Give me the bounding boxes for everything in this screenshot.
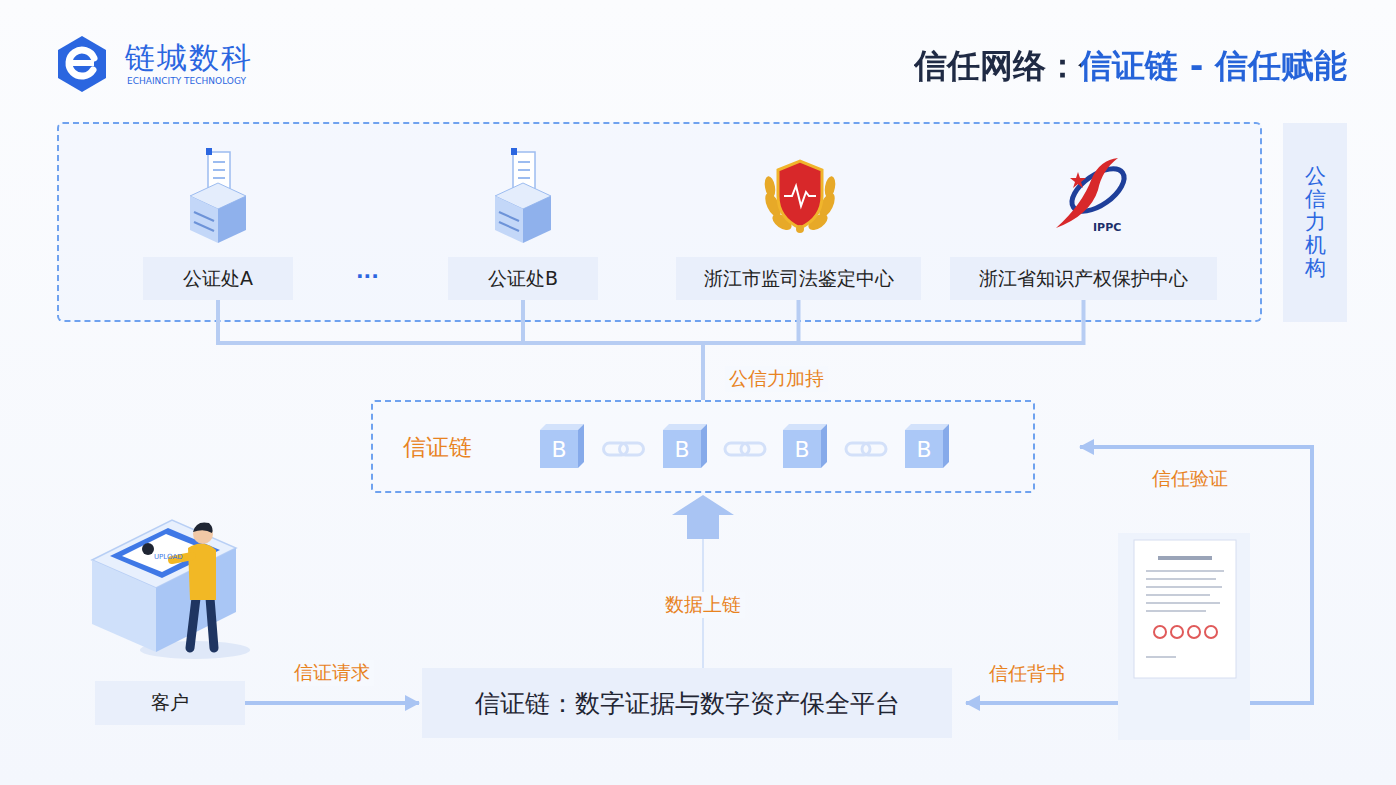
- block-cube: B: [783, 424, 827, 468]
- emblem-text: IPPC: [1093, 221, 1121, 234]
- person-leg: [190, 598, 196, 648]
- institution-box: 公证处A: [143, 257, 293, 300]
- block-letter: B: [540, 430, 578, 468]
- client-illustration: [92, 520, 250, 659]
- desk-front: [92, 560, 156, 652]
- person-leg: [210, 598, 214, 648]
- cube-top: [663, 424, 707, 430]
- brand-name: 链城数科: [125, 38, 253, 79]
- box-text: 公证处B: [488, 266, 558, 292]
- certificate-line: [1146, 602, 1220, 604]
- chain-title: 信证链: [403, 431, 472, 462]
- certificate-seal: [1171, 626, 1183, 638]
- certificate-heading: [1158, 556, 1212, 560]
- block-letter: B: [783, 430, 821, 468]
- connector: [523, 300, 703, 400]
- scanner-icon: [190, 148, 246, 243]
- cube-front: [905, 430, 943, 468]
- block-cube: B: [540, 424, 584, 468]
- certificate-line: [1146, 570, 1224, 572]
- box-text: 浙江省知识产权保护中心: [979, 266, 1188, 292]
- box-text: 客户: [151, 690, 189, 716]
- cube-side: [701, 424, 707, 468]
- cube-front: [783, 430, 821, 468]
- certificate-paper: [1134, 540, 1236, 678]
- verify-arrow: [1080, 447, 1312, 703]
- connector: [218, 300, 703, 400]
- connector: [703, 300, 1084, 400]
- certificate-line: [1146, 594, 1210, 596]
- cube-side: [821, 424, 827, 468]
- certificate-line: [1146, 610, 1206, 612]
- edge-label: 公信力加持: [725, 366, 828, 392]
- certificate-line: [1146, 578, 1216, 580]
- box-text: 浙江市监司法鉴定中心: [704, 266, 894, 292]
- ellipsis-mark: ···: [356, 264, 379, 288]
- institution-box: 公证处B: [448, 257, 598, 300]
- cube-side: [943, 424, 949, 468]
- chain-box: 信证链 B B B B: [371, 400, 1035, 493]
- logo-mark-bar: [72, 60, 94, 66]
- arrow-line: [245, 701, 419, 705]
- page-title: 信任网络：信证链 - 信任赋能: [914, 44, 1347, 89]
- cube-top: [783, 424, 827, 430]
- screen-text: UPLOAD: [154, 553, 183, 561]
- institution-box: 浙江省知识产权保护中心: [950, 257, 1217, 300]
- certificate-line: [1146, 656, 1176, 658]
- institution-box: 浙江市监司法鉴定中心: [676, 257, 921, 300]
- logo-mark: [69, 50, 94, 76]
- bracket-line: [218, 300, 703, 400]
- laurel-leaf: [763, 175, 777, 198]
- bracket-line: [523, 300, 703, 400]
- shield-emblem: [762, 161, 838, 233]
- ippc-star: [1070, 172, 1086, 188]
- logo-hexagon: [58, 36, 106, 92]
- brand-subtitle: ECHAINCITY TECHNOLOGY: [127, 76, 246, 86]
- cube-top: [905, 424, 949, 430]
- block-cube: B: [905, 424, 949, 468]
- upload-icon: [142, 543, 154, 555]
- cube-front: [540, 430, 578, 468]
- block-cube: B: [663, 424, 707, 468]
- cube-front: [663, 430, 701, 468]
- certificate-card: [1118, 533, 1250, 740]
- endorse-arrow: [966, 701, 1118, 705]
- shield-body: [778, 161, 822, 228]
- block-arrow: [672, 495, 734, 539]
- block-letter: B: [905, 430, 943, 468]
- person-hair: [193, 522, 213, 533]
- bracket-line: [703, 300, 1084, 400]
- certificate-seal: [1154, 626, 1166, 638]
- flow-label: 信任验证: [1152, 466, 1228, 492]
- edge-label: 信证请求: [290, 660, 374, 686]
- cube-side: [578, 424, 584, 468]
- certificate-seal: [1205, 626, 1217, 638]
- scanner-icon: [495, 148, 551, 243]
- person-shirt: [188, 543, 216, 600]
- connector: [672, 495, 734, 668]
- certificate-seal: [1188, 626, 1200, 638]
- platform-box: 信证链：数字证据与数字资产保全平台: [422, 668, 952, 738]
- box-text: 公证处A: [183, 266, 253, 292]
- side-label-box: 公信力机构: [1283, 123, 1347, 322]
- certificate-illustration: [1118, 533, 1250, 740]
- pulse-line: [784, 186, 816, 206]
- certificate-line: [1146, 586, 1222, 588]
- edge-label: 数据上链: [661, 592, 745, 618]
- cube-top: [540, 424, 584, 430]
- client-box: 客户: [95, 681, 245, 725]
- ippc-emblem: [1056, 158, 1131, 228]
- flow-label: 信任背书: [989, 661, 1065, 687]
- laurel-leaf: [823, 175, 837, 198]
- box-text: 公信力机构: [1305, 165, 1326, 280]
- connector: [245, 703, 419, 704]
- emblem-medal: [796, 225, 804, 233]
- ippc-swoosh: [1056, 158, 1118, 228]
- box-text: 信证链：数字证据与数字资产保全平台: [475, 687, 900, 720]
- block-letter: B: [663, 430, 701, 468]
